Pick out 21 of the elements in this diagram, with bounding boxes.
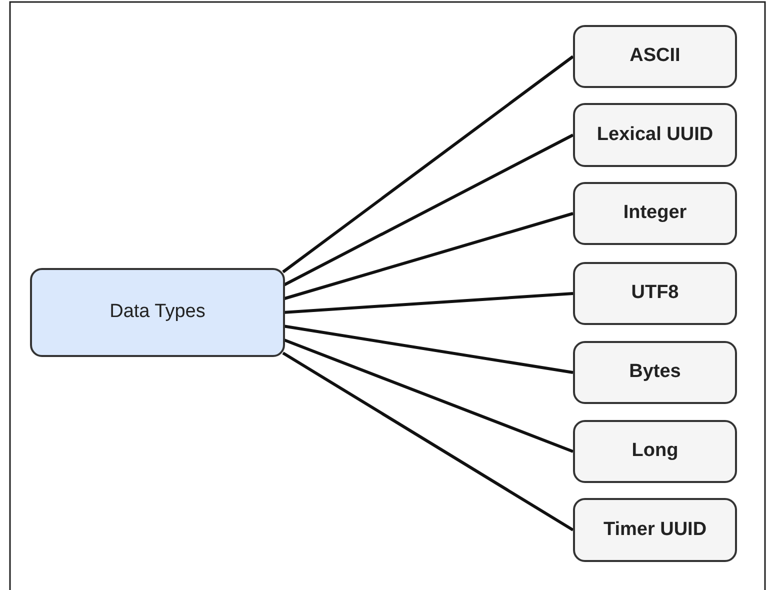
node-label: Integer	[623, 202, 687, 225]
connector-line	[282, 352, 574, 532]
node-label: Data Types	[110, 301, 206, 324]
connector-line	[282, 292, 574, 314]
connector-line	[282, 212, 574, 300]
node-label: UTF8	[631, 282, 679, 305]
type-box	[573, 103, 737, 167]
type-box	[573, 498, 737, 562]
node-label: ASCII	[630, 45, 680, 68]
connector-line	[282, 324, 574, 374]
node-label: Lexical UUID	[596, 124, 714, 146]
node-label: Long	[632, 440, 678, 463]
category-box	[30, 268, 285, 357]
type-box	[573, 341, 737, 404]
node-label: Timer UUID	[603, 518, 707, 542]
connector-line	[282, 55, 574, 274]
node-label: Bytes	[629, 361, 681, 384]
type-box	[573, 25, 737, 88]
type-box	[573, 182, 737, 245]
type-box	[573, 420, 737, 483]
type-box	[573, 262, 737, 325]
